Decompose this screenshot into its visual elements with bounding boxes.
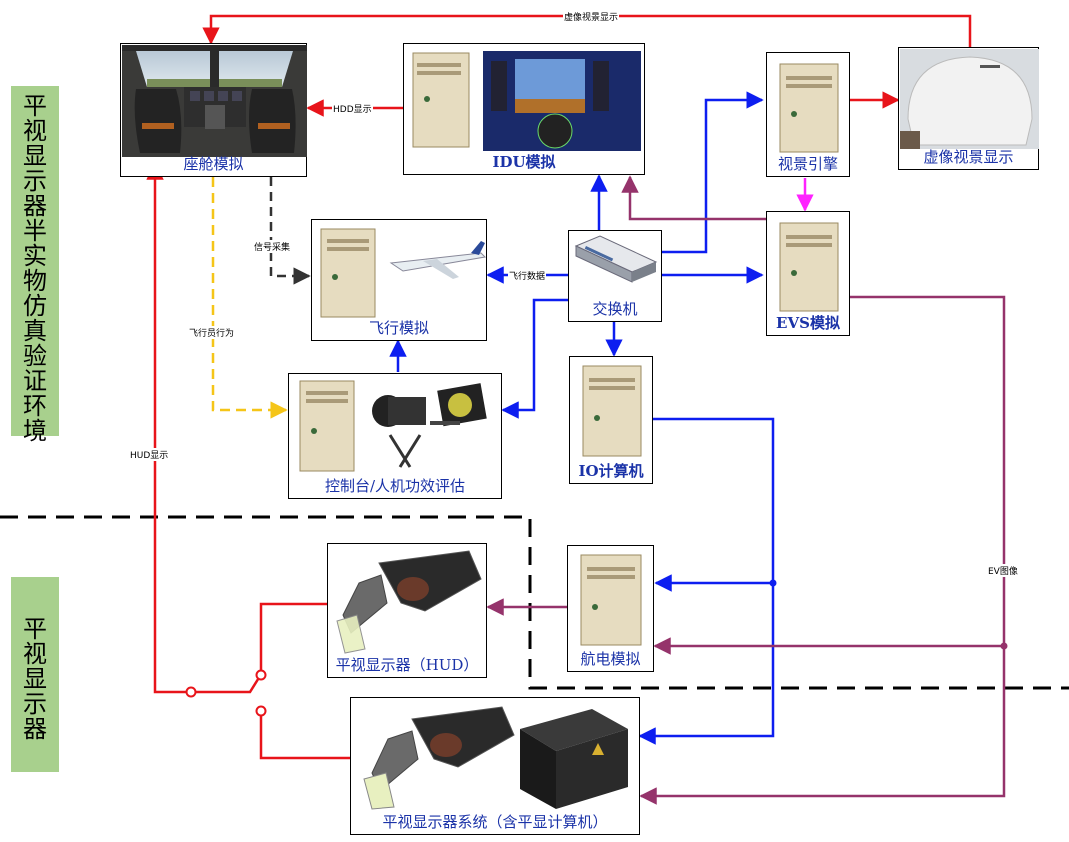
label-signal-capture: 信号采集 [253, 240, 292, 253]
idu-caption: IDU模拟 [492, 153, 556, 171]
label-hdd-display: HDD显示 [332, 102, 373, 115]
switch-pivot [185, 686, 197, 698]
flight-image [320, 228, 487, 318]
hud-caption: 平视显示器（HUD） [335, 656, 479, 674]
idu-image [412, 51, 641, 151]
engine-caption: 视景引擎 [777, 155, 838, 173]
node-cockpit: 座舱模拟 [120, 43, 307, 177]
cockpit-image [122, 45, 307, 157]
node-hud: 平视显示器（HUD） [327, 543, 487, 678]
evs-computer-icon [779, 222, 839, 312]
node-virtual-display: 虚像视景显示 [898, 47, 1039, 170]
edge-ev-image [639, 295, 1006, 805]
virtual-display-caption: 虚像视景显示 [923, 148, 1014, 166]
edge-switch-engine [662, 91, 764, 254]
label-virtual-display: 虚像视景显示 [563, 10, 620, 23]
io-computer-icon [582, 365, 642, 457]
node-avionics: 航电模拟 [567, 545, 654, 672]
label-hud-display: HUD显示 [129, 448, 170, 461]
evs-caption: EVS模拟 [776, 314, 840, 332]
console-caption: 控制台/人机功效评估 [324, 477, 466, 495]
junction-blue [769, 579, 777, 587]
cockpit-caption: 座舱模拟 [183, 155, 244, 173]
switch-contact-hudsys [255, 705, 267, 717]
region-separator [0, 515, 1069, 690]
engine-computer-icon [779, 63, 839, 153]
side-label-bottom-text: 平视显示器 [23, 615, 47, 743]
io-caption: IO计算机 [578, 462, 644, 480]
edge-switch-console [501, 298, 568, 419]
hud-system-image [363, 706, 628, 810]
switch-caption: 交换机 [592, 300, 638, 318]
avionics-caption: 航电模拟 [580, 650, 641, 668]
node-idu: IDU模拟 [403, 43, 645, 175]
flight-caption: 飞行模拟 [368, 319, 429, 337]
label-flight-data: 飞行数据 [508, 269, 547, 282]
label-pilot-behavior: 飞行员行为 [188, 326, 236, 339]
node-flight-sim: 飞行模拟 [311, 219, 487, 341]
node-hud-system: 平视显示器系统（含平显计算机） [350, 697, 640, 835]
avionics-computer-icon [580, 554, 642, 646]
edge-hud-red [259, 602, 327, 670]
hud-image [336, 550, 482, 654]
node-switch: 交换机 [568, 230, 662, 322]
edge-signal-capture [269, 177, 311, 285]
label-ev-image: EV图像 [987, 564, 1019, 577]
node-evs: EVS模拟 [766, 211, 850, 336]
edge-hud-display [146, 162, 186, 694]
switch-contact-hud [255, 669, 267, 681]
edge-io-hudsys [638, 583, 775, 745]
edge-hudsys-red [259, 716, 350, 760]
junction-purple [1000, 642, 1008, 650]
edge-evs-idu [621, 175, 766, 221]
hud-system-caption: 平视显示器系统（含平显计算机） [382, 813, 608, 831]
side-label-top: 平视显示器半实物仿真验证环境 [11, 86, 59, 444]
side-label-bottom: 平视显示器 [11, 577, 59, 772]
console-image [299, 380, 487, 472]
node-console: 控制台/人机功效评估 [288, 373, 502, 499]
edge-io-avionics [653, 417, 775, 592]
side-label-top-text: 平视显示器半实物仿真验证环境 [23, 92, 47, 445]
node-visual-engine: 视景引擎 [766, 52, 850, 177]
switch-icon [574, 235, 658, 283]
edge-switch-contact [196, 675, 262, 694]
edge-pilot-behavior [211, 177, 288, 419]
node-io: IO计算机 [569, 356, 653, 484]
dome-image [900, 49, 1039, 149]
